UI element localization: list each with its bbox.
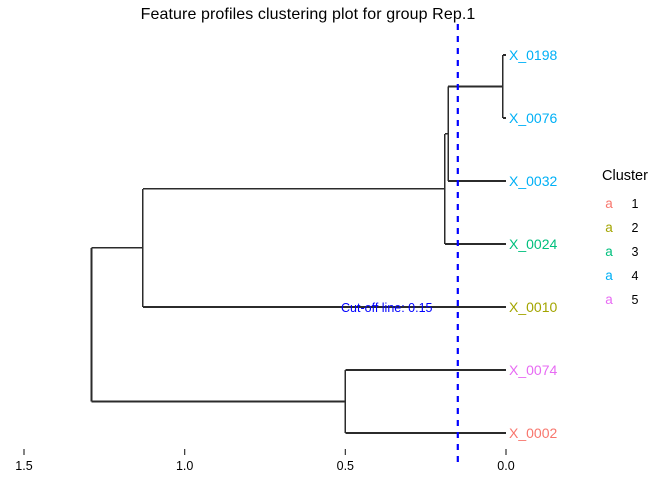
leaf-label-x_0024: X_0024 — [509, 236, 557, 252]
axis-tick-label: 1.0 — [176, 459, 193, 473]
legend-item-label: 2 — [631, 221, 639, 235]
legend-key-glyph: a — [605, 268, 613, 284]
leaf-label-x_0032: X_0032 — [509, 173, 557, 189]
cutoff-label: Cut-off line: 0.15 — [341, 301, 433, 315]
legend-item-label: 1 — [631, 197, 639, 211]
legend-item-label: 4 — [631, 269, 639, 283]
dendrogram-branch — [142, 188, 506, 308]
legend-key-glyph: a — [605, 220, 613, 236]
leaf-label-x_0198: X_0198 — [509, 47, 557, 63]
leaf-label-x_0076: X_0076 — [509, 110, 557, 126]
dendrogram-branch — [444, 132, 506, 245]
legend-item-label: 5 — [631, 293, 639, 307]
axis-tick-label: 1.5 — [15, 459, 32, 473]
legend-title: Cluster — [602, 168, 648, 184]
legend-key-glyph: a — [605, 292, 613, 308]
legend-item-label: 3 — [631, 245, 639, 259]
legend-key-glyph: a — [605, 244, 613, 260]
dendrogram-branch — [501, 54, 506, 119]
dendrogram-branch — [90, 247, 346, 403]
axis-tick-label: 0.0 — [497, 459, 514, 473]
leaf-label-x_0002: X_0002 — [509, 425, 557, 441]
page-title: Feature profiles clustering plot for gro… — [140, 6, 476, 23]
axis-tick-label: 0.5 — [337, 459, 354, 473]
dendrogram-branch — [344, 369, 506, 434]
leaf-label-x_0010: X_0010 — [509, 299, 557, 315]
legend-key-glyph: a — [605, 196, 613, 212]
leaf-label-x_0074: X_0074 — [509, 362, 557, 378]
